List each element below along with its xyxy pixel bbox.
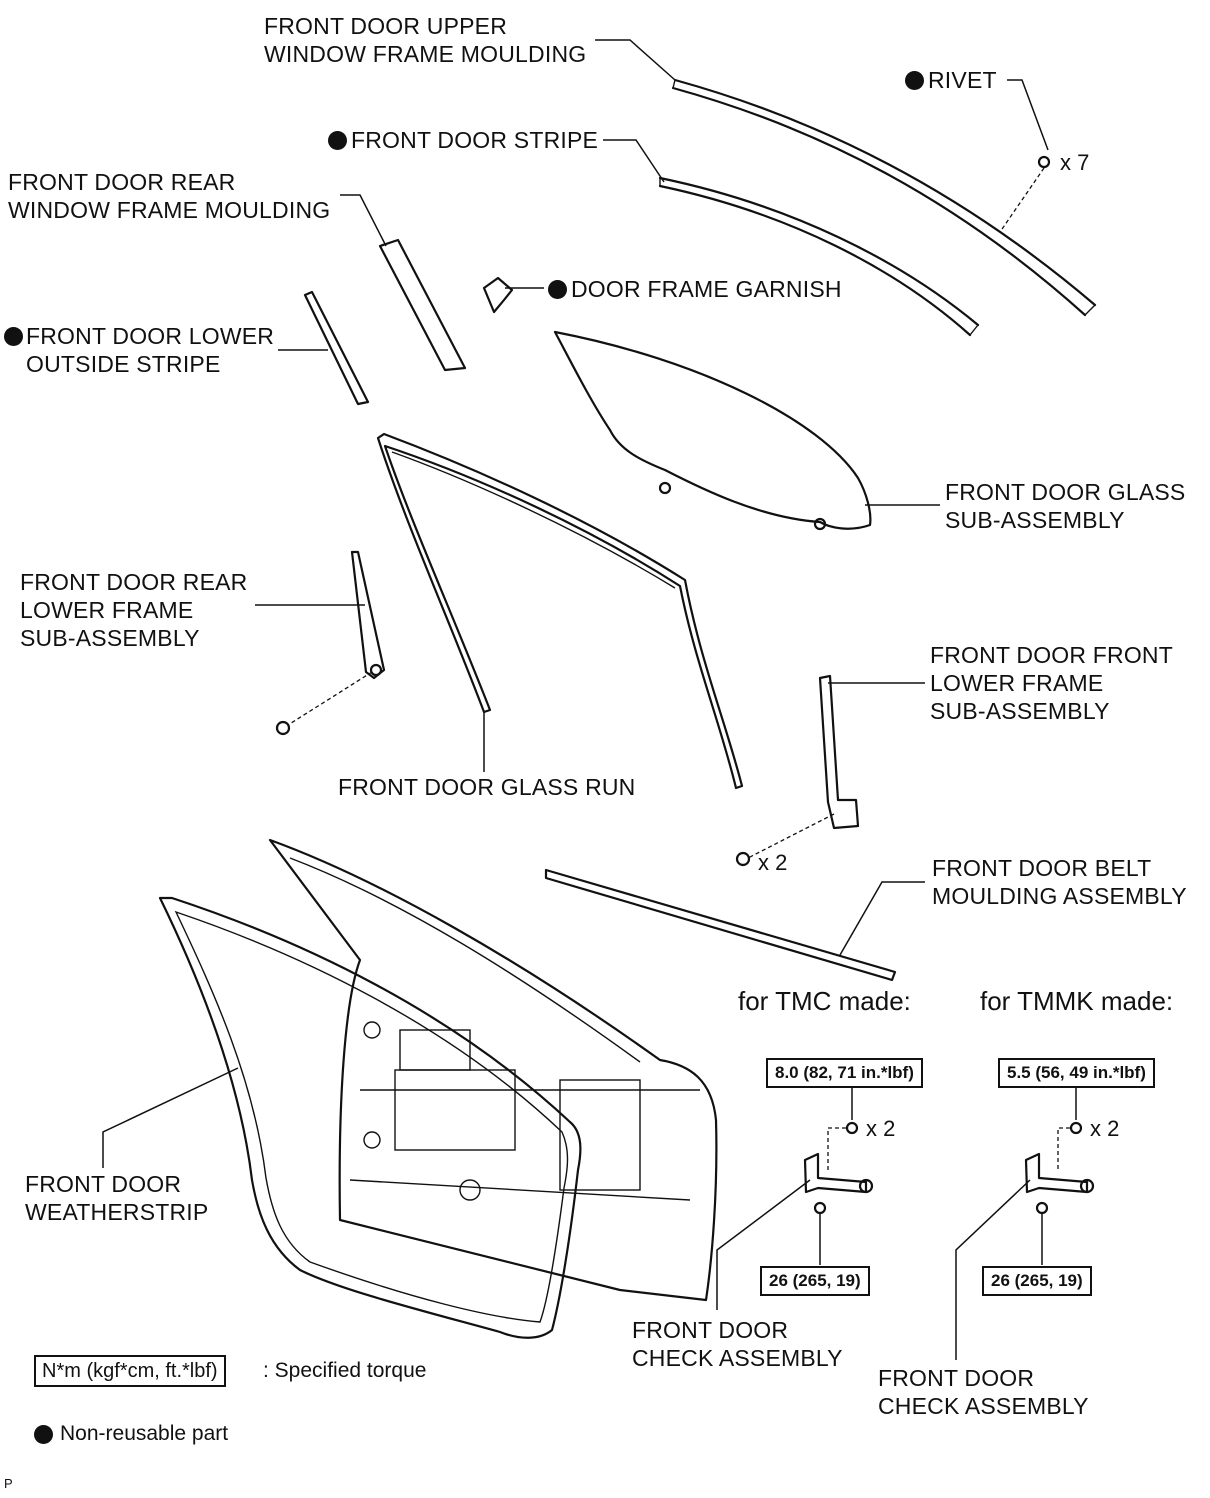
label-rivet: RIVET — [905, 66, 997, 94]
legend-dot-icon — [34, 1425, 53, 1444]
label-check-tmmk-qty: x 2 — [1090, 1116, 1120, 1141]
legend-torque-box: N*m (kgf*cm, ft.*lbf) — [34, 1355, 226, 1387]
label-stripe: FRONT DOOR STRIPE — [328, 126, 598, 154]
label-tmc-made: for TMC made: — [738, 986, 911, 1016]
torque-tmmk-upper: 5.5 (56, 49 in.*lbf) — [998, 1058, 1155, 1088]
label-glass: FRONT DOOR GLASS SUB-ASSEMBLY — [945, 479, 1186, 533]
legend-nonreusable-text: Non-reusable part — [60, 1422, 229, 1445]
figure-code: P — [4, 1476, 13, 1491]
label-weatherstrip: FRONT DOOR WEATHERSTRIP — [25, 1171, 209, 1225]
label-tmmk-made: for TMMK made: — [980, 986, 1174, 1016]
front-door-glass — [553, 330, 872, 531]
label-front-lower-frame: FRONT DOOR FRONT LOWER FRAME SUB-ASSEMBL… — [930, 642, 1173, 724]
label-rear-moulding: FRONT DOOR REAR WINDOW FRAME MOULDING — [8, 169, 331, 223]
door-panel — [268, 838, 718, 1302]
front-door-glass-run — [376, 432, 744, 790]
upper-window-frame-moulding — [671, 78, 1097, 317]
weatherstrip — [158, 896, 582, 1339]
belt-moulding — [544, 868, 897, 982]
label-check-tmmk: FRONT DOOR CHECK ASSEMBLY — [878, 1365, 1089, 1419]
rear-lower-frame — [275, 550, 386, 736]
front-lower-frame — [735, 674, 860, 867]
label-garnish: DOOR FRAME GARNISH — [548, 275, 842, 303]
torque-tmc-upper: 8.0 (82, 71 in.*lbf) — [766, 1058, 923, 1088]
label-check-tmc: FRONT DOOR CHECK ASSEMBLY — [632, 1317, 843, 1371]
front-door-stripe — [658, 176, 980, 337]
check-assembly-tmmk — [1024, 1121, 1095, 1215]
legend-torque-text: : Specified torque — [263, 1359, 427, 1382]
rear-window-frame-moulding — [378, 238, 467, 372]
check-assembly-tmc — [803, 1121, 874, 1215]
label-bolt-qty: x 2 — [758, 850, 788, 875]
label-upper-moulding: FRONT DOOR UPPER WINDOW FRAME MOULDING — [264, 13, 587, 67]
label-glass-run: FRONT DOOR GLASS RUN — [338, 774, 636, 800]
nonreusable-dot-icon — [4, 327, 23, 346]
lower-outside-stripe — [303, 290, 370, 406]
rivet-icon — [999, 155, 1051, 233]
torque-tmc-lower: 26 (265, 19) — [760, 1266, 870, 1296]
label-lower-stripe: FRONT DOOR LOWER OUTSIDE STRIPE — [26, 323, 275, 377]
door-frame-garnish — [482, 276, 514, 314]
label-rivet-qty: x 7 — [1060, 150, 1090, 175]
label-rear-lower-frame: FRONT DOOR REAR LOWER FRAME SUB-ASSEMBLY — [20, 569, 248, 651]
label-belt-moulding: FRONT DOOR BELT MOULDING ASSEMBLY — [932, 855, 1187, 909]
torque-tmmk-lower: 26 (265, 19) — [982, 1266, 1092, 1296]
label-check-tmc-qty: x 2 — [866, 1116, 896, 1141]
